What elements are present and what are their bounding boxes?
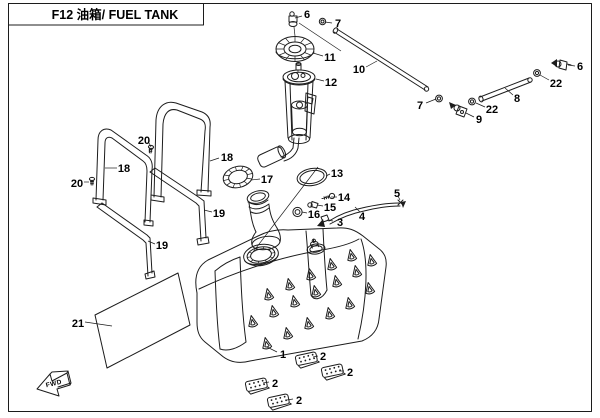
part-label-3: 3 [337,217,343,229]
nut-top [319,18,325,24]
screw-small [322,193,335,199]
part-label-18-left: 18 [118,163,130,175]
strap-upper [150,168,209,245]
part-label-22-right: 22 [550,78,562,90]
elbow-connector [449,102,467,117]
part-label-19-lower: 19 [156,240,168,252]
protector-sheet [95,273,190,368]
tank-pump-opening [242,242,280,269]
part-label-17: 17 [261,174,273,186]
rollover-valve [308,202,318,209]
fuel-cap [221,163,255,191]
part-label-7-mid: 7 [417,100,423,112]
grommet-nut [293,207,302,216]
callout-labels: 6 7 11 10 12 7 22 9 8 22 6 13 17 14 15 1… [71,9,583,407]
part-label-12: 12 [325,77,337,89]
part-label-10: 10 [353,64,365,76]
part-label-19-upper: 19 [213,208,225,220]
screw-bracket-right [148,145,154,153]
hose-clip [398,200,406,208]
fuel-line-rod [332,27,429,91]
nut-right-2 [534,70,541,77]
fuel-tank [196,228,386,363]
tank-band-left [215,257,246,350]
page-border [9,4,592,412]
part-label-18-right: 18 [221,152,233,164]
part-label-2-b: 2 [347,367,353,379]
part-label-6-top: 6 [304,9,310,21]
breather-hose [329,203,400,224]
part-label-20-left: 20 [71,178,83,190]
pump-float [256,145,287,169]
fuel-pump [256,62,316,168]
vent-elbow-fitting-right [551,59,571,70]
part-label-20-upper: 20 [138,135,150,147]
nut-mid [436,95,443,102]
part-label-21: 21 [72,318,84,330]
lock-ring [276,37,314,62]
part-label-2-a: 2 [320,351,326,363]
seal-ring [296,166,328,188]
part-label-7-top: 7 [335,18,341,30]
strap-lower [97,203,155,279]
part-label-8: 8 [514,93,520,105]
part-label-1: 1 [280,349,286,361]
fuel-tube [478,78,532,103]
part-label-6-right: 6 [577,61,583,73]
title-box [9,4,204,26]
vent-elbow-fitting-top [289,12,297,36]
screw-bracket-left [89,177,94,185]
page-title: F12 油箱/ FUEL TANK [52,7,179,22]
part-label-13: 13 [331,168,343,180]
leader-lines [84,16,575,400]
part-label-4: 4 [359,211,366,223]
axis-line [299,23,341,51]
part-label-16: 16 [308,209,320,221]
part-label-2-d: 2 [296,395,302,407]
nut-right-1 [469,98,476,105]
part-label-15: 15 [324,202,336,214]
tank-dimples [246,248,378,351]
fwd-arrow: FWD [37,371,71,396]
tank-breather-fitting [306,238,326,255]
bracket-right [151,102,211,202]
part-label-5: 5 [394,188,400,200]
bracket-left [93,129,153,226]
part-label-9: 9 [476,114,482,126]
part-label-22-mid: 22 [486,104,498,116]
part-label-14: 14 [338,192,351,204]
part-label-2-c: 2 [272,378,278,390]
assembly-axis-line [253,167,318,252]
fwd-label: FWD [45,379,63,390]
part-label-11: 11 [324,52,336,64]
filler-neck [246,189,281,252]
